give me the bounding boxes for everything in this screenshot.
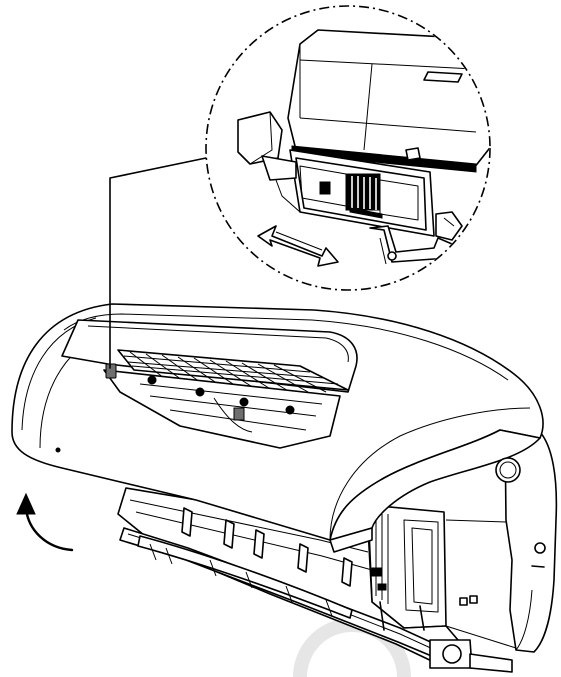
front-panel — [11, 303, 544, 553]
callout-leader — [109, 157, 207, 369]
air-filter-mesh — [117, 349, 349, 393]
detail-callout-circle — [205, 5, 491, 291]
louver-pivot-arms — [181, 507, 353, 587]
mounting-screw-icon — [534, 542, 546, 554]
slider-knob — [345, 173, 381, 211]
filter-clips — [105, 363, 295, 421]
slide-direction-double-arrow — [257, 225, 339, 267]
screw-icon — [459, 597, 468, 606]
lift-direction-curved-arrow — [16, 492, 74, 552]
